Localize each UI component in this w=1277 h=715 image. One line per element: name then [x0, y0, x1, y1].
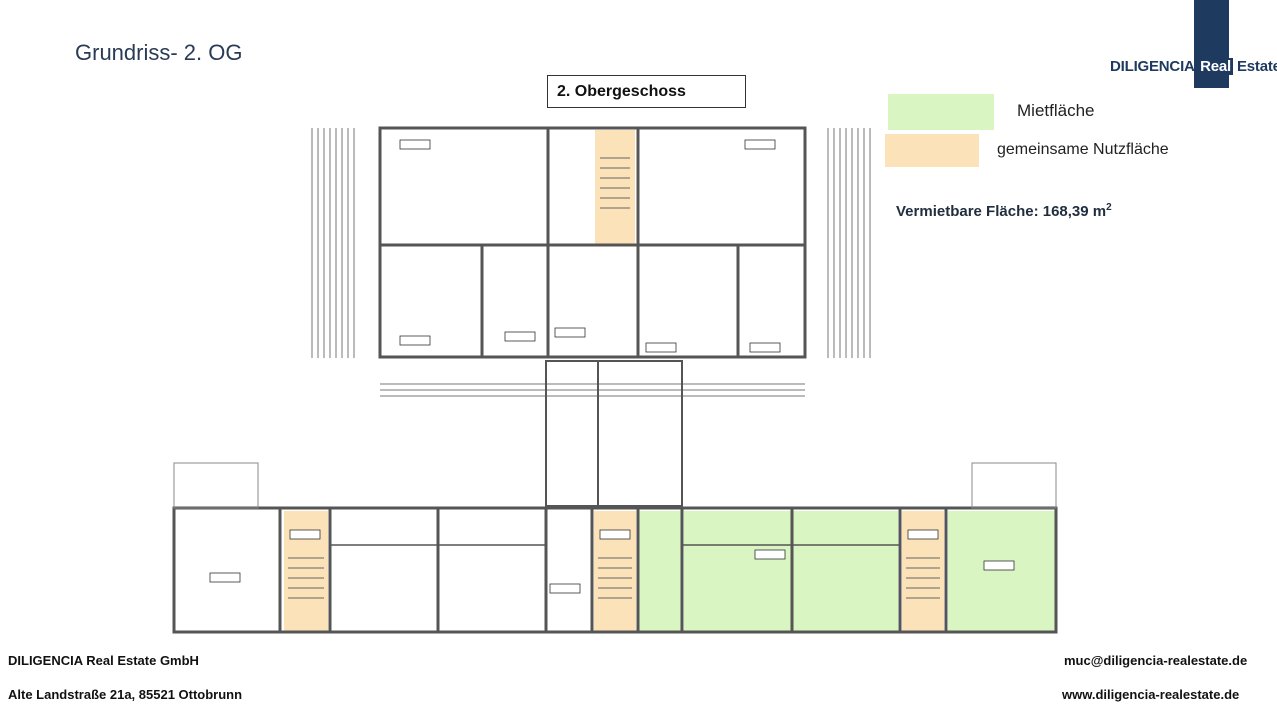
brand-logo: DILIGENCIA Real Estate — [1110, 58, 1277, 75]
footer-company: DILIGENCIA Real Estate GmbH — [8, 653, 199, 668]
footer-address: Alte Landstraße 21a, 85521 Ottobrunn — [8, 687, 243, 702]
page-title: Grundriss- 2. OG — [75, 40, 243, 65]
footer-email-link[interactable]: muc@diligencia-realestate.de — [1064, 653, 1248, 668]
common-area-stair-mid — [594, 511, 636, 631]
rentable-area: Vermietbare Fläche: 168,39 m2 — [896, 202, 1112, 220]
common-area-stair-right — [902, 511, 944, 631]
rental-area-1 — [638, 511, 682, 631]
building-walls — [172, 126, 1058, 634]
rental-area-3 — [948, 511, 1056, 631]
common-area-stair-left — [284, 511, 328, 631]
footer-website-link[interactable]: www.diligencia-realestate.de — [1062, 687, 1240, 702]
legend-label-common: gemeinsame Nutzfläche — [997, 141, 1169, 158]
brand-name-part3: Estate — [1232, 58, 1277, 75]
floor-plan — [172, 126, 1058, 634]
stair-treads — [288, 157, 940, 599]
brand-name-part2: Real — [1198, 58, 1233, 75]
legend-swatch-common — [885, 134, 979, 167]
room-label-tags — [209, 139, 1015, 594]
dimension-lines-mid — [380, 383, 805, 397]
common-area-stair-top — [595, 130, 635, 244]
dimension-lines-left — [311, 128, 355, 358]
legend-label-rental: Mietfläche — [1017, 101, 1095, 120]
brand-name-part1: DILIGENCIA — [1110, 58, 1199, 75]
rentable-area-unit: 2 — [1106, 202, 1112, 213]
balcony-grilles — [173, 462, 1057, 509]
legend-swatch-rental — [888, 94, 994, 130]
rentable-area-text: Vermietbare Fläche: 168,39 m — [896, 203, 1107, 220]
dimension-lines-right — [827, 128, 871, 358]
floor-label-box: 2. Obergeschoss — [547, 75, 746, 108]
